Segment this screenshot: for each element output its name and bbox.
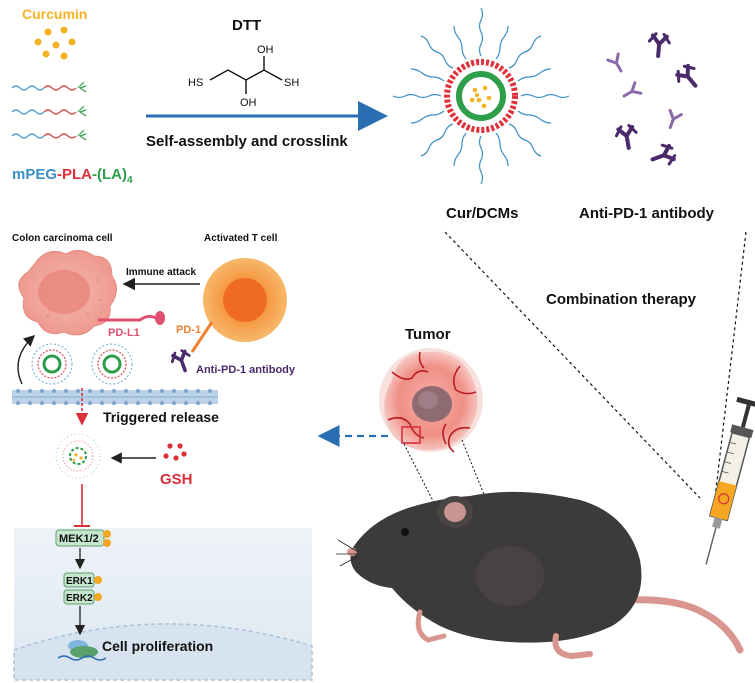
t-cell-nucleus	[223, 278, 267, 322]
micelle-peg-corona	[392, 7, 570, 185]
antibody-top-label: Anti-PD-1 antibody	[579, 205, 715, 222]
erk2-label: ERK2	[66, 593, 93, 604]
antibody-small-label: Anti-PD-1 antibody	[196, 364, 296, 376]
mek-phospho	[103, 530, 111, 547]
pd1-label: PD-1	[176, 324, 201, 336]
polymer-dash1-text: -	[57, 166, 62, 183]
cancer-cell-dots	[41, 279, 101, 317]
micelle-curcumin-cargo	[469, 85, 492, 109]
dtt-oh-bottom: OH	[240, 97, 257, 109]
erk1-label: ERK1	[66, 576, 93, 587]
immune-attack-label: Immune attack	[126, 267, 196, 278]
antibody-cluster	[606, 31, 706, 171]
cancer-nucleus	[38, 270, 90, 314]
polymer-label: mPEG-PLA-(LA)4	[12, 166, 133, 186]
dtt-label: DTT	[232, 17, 261, 34]
tumor-zoom-box	[401, 426, 421, 444]
transcription-complex	[57, 640, 107, 661]
disassembling-micelle	[55, 433, 101, 479]
polymer-pla-text: PLA	[62, 166, 92, 183]
dtt-structure	[209, 56, 283, 94]
pdl1-head	[155, 311, 165, 325]
triggered-release-label: Triggered release	[103, 409, 219, 425]
mouse-nose	[347, 548, 357, 556]
erk2-phospho	[94, 593, 102, 601]
antibody-small-icon	[168, 346, 196, 376]
tumor-label: Tumor	[405, 326, 451, 343]
dashed-line-right	[714, 231, 747, 499]
mek-box	[55, 529, 105, 547]
curcumin-molecules	[34, 26, 76, 60]
gsh-molecules	[163, 443, 187, 461]
colon-cell-label: Colon carcinoma cell	[12, 233, 113, 244]
mouse	[336, 491, 744, 660]
nucleus-membrane	[13, 623, 313, 681]
small-micelle-1	[30, 342, 74, 386]
pdl1-label: PD-L1	[108, 327, 140, 339]
cell-proliferation-label: Cell proliferation	[102, 638, 213, 654]
dtt-hs-left: HS	[188, 77, 203, 89]
dashed-line-left	[444, 231, 701, 499]
mek-label: MEK1/2	[59, 533, 99, 545]
t-cell-label: Activated T cell	[204, 233, 278, 244]
polymer-chains	[11, 81, 87, 141]
micelle-pla-shell	[444, 59, 518, 133]
mouse-back-paw	[552, 633, 593, 660]
mouse-tail	[622, 596, 744, 654]
mouse-front-paw	[415, 609, 447, 643]
micelle-large	[392, 7, 570, 185]
pdl1-receptor	[98, 314, 157, 322]
erk1-phospho	[94, 576, 102, 584]
polymer-la-text: (LA)	[97, 166, 127, 183]
tumor-vessels	[387, 351, 477, 453]
dtt-sh-right: SH	[284, 77, 299, 89]
mouse-eye	[401, 528, 409, 536]
mouse-whiskers	[336, 539, 359, 567]
syringe	[705, 396, 755, 565]
self-assembly-label: Self-assembly and crosslink	[146, 133, 348, 150]
dtt-oh-top: OH	[257, 44, 274, 56]
curcumin-label: Curcumin	[22, 6, 87, 22]
uptake-arrow	[17, 335, 36, 385]
micelle-crosslink-core	[456, 71, 506, 121]
cell-membrane	[12, 389, 218, 405]
polymer-mpeg-text: mPEG	[12, 166, 57, 183]
small-micelle-2	[90, 342, 134, 386]
tumor	[379, 348, 483, 453]
polymer-subscript-text: 4	[127, 175, 133, 186]
combination-label: Combination therapy	[546, 291, 697, 308]
gsh-label: GSH	[160, 471, 193, 488]
mouse-tumor-bulge	[476, 546, 544, 606]
pd1-receptor	[190, 321, 214, 353]
micelle-label: Cur/DCMs	[446, 205, 519, 222]
polymer-dash2-text: -	[92, 166, 97, 183]
tumor-dotted-left	[403, 443, 453, 539]
